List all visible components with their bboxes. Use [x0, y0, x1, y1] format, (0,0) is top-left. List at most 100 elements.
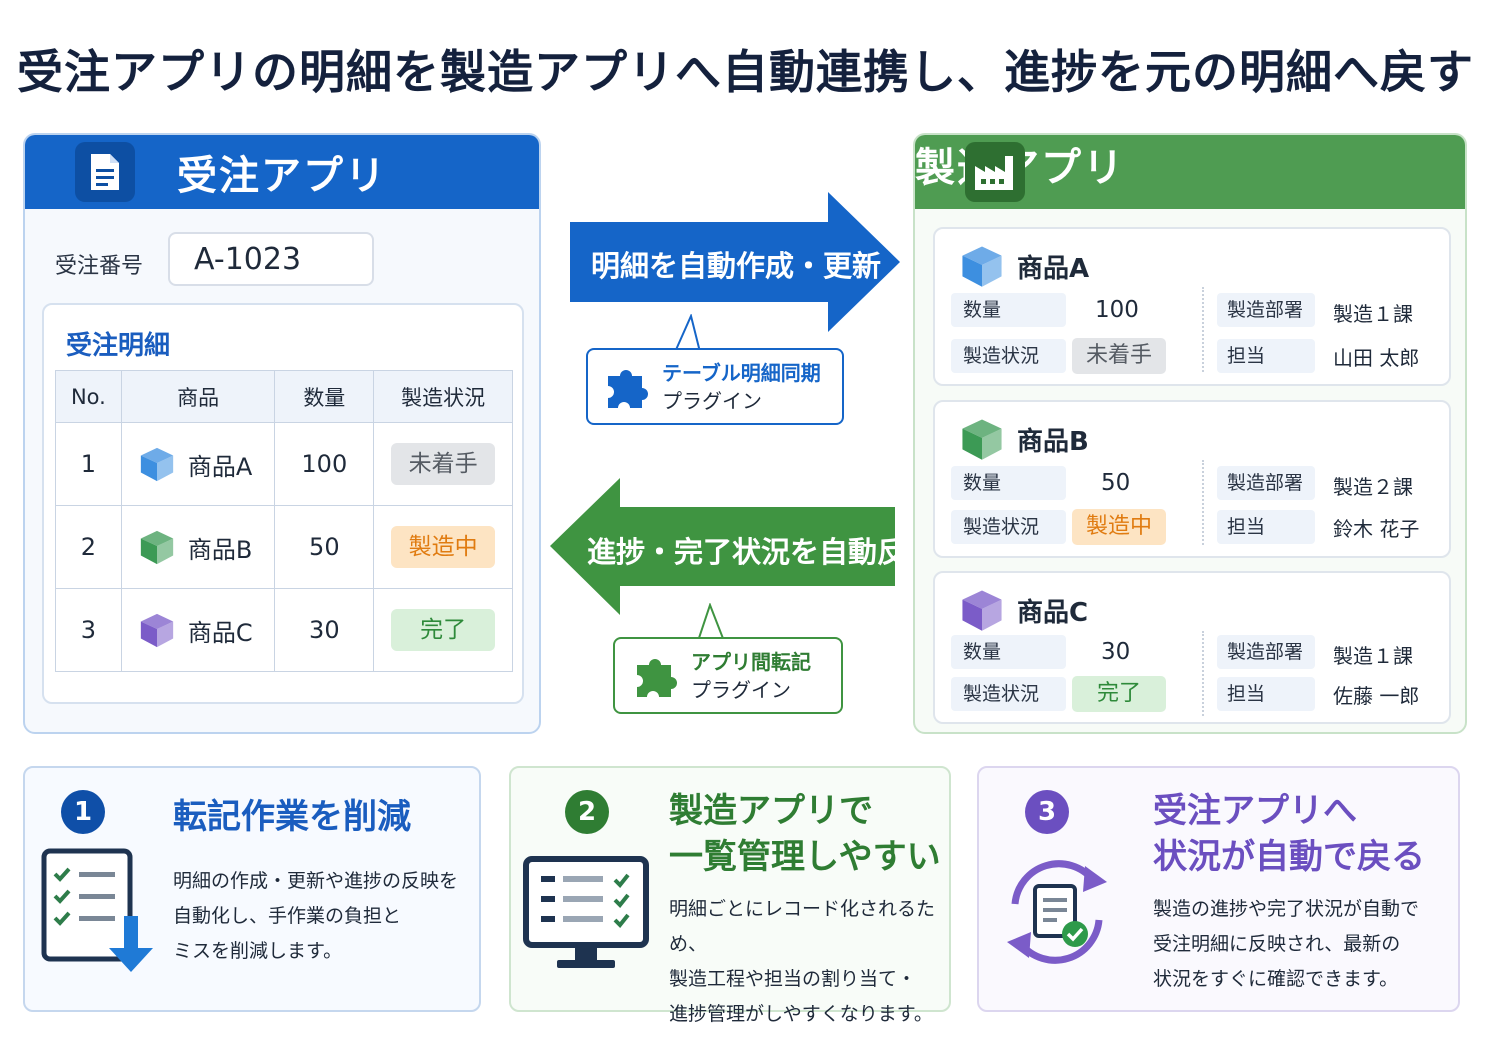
order-app-panel: 受注アプリ 受注番号 A-1023 受注明細 No. 商品 数量 製造状況 1 … [23, 133, 541, 734]
product-name: 商品C [1017, 597, 1089, 628]
order-details-box: 受注明細 No. 商品 数量 製造状況 1 商品A 100 未着手 [42, 303, 524, 704]
status-label: 製造状況 [951, 677, 1066, 711]
person-label: 担当 [1217, 339, 1315, 373]
blue-cube-icon [138, 445, 176, 483]
benefit-card-1: 1 転記作業を削減 明細の作成・更新や進捗の反映を 自動化し、手作業の負担と ミ… [23, 766, 481, 1012]
column-header: No. [55, 370, 122, 423]
document-icon [75, 142, 135, 202]
quantity: 30 [274, 588, 375, 672]
person-value: 佐藤 一郎 [1333, 684, 1420, 708]
dept-value: 製造２課 [1333, 475, 1413, 499]
dept-label: 製造部署 [1217, 635, 1315, 669]
status-badge: 製造中 [391, 526, 496, 568]
benefit-number: 2 [565, 790, 609, 834]
puzzle-icon [608, 369, 648, 408]
sync-document-icon [1007, 860, 1107, 964]
person-value: 鈴木 花子 [1333, 517, 1420, 541]
page-title: 受注アプリの明細を製造アプリへ自動連携し、進捗を元の明細へ戻す [17, 45, 1474, 99]
status-badge: 完了 [1072, 676, 1166, 712]
mfg-record-card[interactable]: 商品A 数量 100 製造状況 未着手 製造部署 製造１課 担当 山田 太郎 [933, 227, 1451, 386]
plugin-label: プラグイン [662, 388, 762, 413]
product-name: 商品B [187, 535, 253, 564]
factory-icon [965, 142, 1025, 202]
blue-cube-icon [959, 243, 1005, 289]
benefit-card-3: 3 受注アプリへ 状況が自動で戻る 製造の進捗や完了状況が自動で 受注明細に反映… [977, 766, 1460, 1012]
status-badge: 製造中 [1072, 509, 1166, 545]
quantity: 100 [274, 422, 375, 506]
order-app-header: 受注アプリ [25, 135, 539, 209]
purple-cube-icon [959, 587, 1005, 633]
status-badge: 未着手 [1072, 338, 1166, 374]
status-badge: 未着手 [391, 443, 496, 485]
row-number: 3 [55, 588, 122, 672]
benefit-desc-line: 製造工程や担当の割り当て・ [669, 968, 917, 990]
forward-arrow-label: 明細を自動作成・更新 [591, 249, 882, 283]
benefit-desc-line: 自動化し、手作業の負担と [173, 905, 402, 927]
checklist-download-icon [41, 848, 153, 972]
column-header: 商品 [120, 370, 276, 423]
benefit-desc-line: ミスを削減します。 [173, 940, 343, 962]
order-number-label: 受注番号 [55, 254, 144, 279]
benefit-title: 製造アプリで [669, 791, 873, 831]
app-transfer-plugin-callout: アプリ間転記 プラグイン [613, 637, 843, 714]
benefit-desc-line: 状況をすぐに確認できます。 [1153, 968, 1399, 990]
green-cube-icon [138, 528, 176, 566]
order-app-title: 受注アプリ [177, 153, 387, 199]
benefit-desc-line: 進捗管理がしやすくなります。 [669, 1003, 933, 1025]
puzzle-icon [637, 658, 677, 697]
table-row[interactable]: 1 商品A 100 未着手 [55, 422, 513, 506]
table-row[interactable]: 2 商品B 50 製造中 [55, 505, 513, 589]
dept-label: 製造部署 [1217, 466, 1315, 500]
status-label: 製造状況 [951, 510, 1066, 544]
purple-cube-icon [138, 611, 176, 649]
benefit-card-2: 2 製造アプリで 一覧管理しやすい 明細ごとにレコード化されるため、 製造工程や… [509, 766, 951, 1025]
mfg-record-card[interactable]: 商品B 数量 50 製造状況 製造中 製造部署 製造２課 担当 鈴木 花子 [933, 400, 1451, 558]
green-cube-icon [959, 416, 1005, 462]
row-number: 1 [55, 422, 122, 506]
product-name: 商品C [187, 618, 253, 647]
benefit-desc-line: 受注明細に反映され、最新の [1153, 933, 1401, 955]
qty-value: 30 [1101, 639, 1131, 665]
status-label: 製造状況 [951, 339, 1066, 373]
row-number: 2 [55, 505, 122, 589]
forward-arrow [570, 192, 900, 332]
product-name: 商品A [187, 452, 253, 481]
dept-label: 製造部署 [1217, 293, 1315, 327]
mfg-app-panel: 製造アプリ 商品A 数量 100 製造状況 未着手 製造部署 製造１課 担当 山… [913, 133, 1467, 734]
order-details-title: 受注明細 [66, 331, 171, 361]
qty-label: 数量 [951, 293, 1066, 327]
qty-label: 数量 [951, 466, 1066, 500]
mfg-record-card[interactable]: 商品C 数量 30 製造状況 完了 製造部署 製造１課 担当 佐藤 一郎 [933, 571, 1451, 724]
benefit-title: 状況が自動で戻る [1153, 837, 1425, 877]
plugin-label: プラグイン [691, 677, 791, 702]
dept-value: 製造１課 [1333, 302, 1413, 326]
back-arrow [550, 478, 895, 615]
status-badge: 完了 [391, 609, 496, 651]
plugin-name: テーブル明細同期 [662, 360, 821, 385]
benefit-title: 受注アプリへ [1153, 791, 1357, 831]
product-name: 商品B [1017, 426, 1089, 457]
person-label: 担当 [1217, 510, 1315, 544]
qty-label: 数量 [951, 635, 1066, 669]
table-sync-plugin-callout: テーブル明細同期 プラグイン [586, 348, 844, 425]
benefit-number: 3 [1025, 790, 1069, 834]
table-row[interactable]: 3 商品C 30 完了 [55, 588, 513, 672]
benefit-title: 一覧管理しやすい [669, 837, 941, 877]
order-number-field[interactable]: A-1023 [168, 232, 374, 286]
order-details-table: No. 商品 数量 製造状況 1 商品A 100 未着手 2 商品B 50 製造 [55, 370, 513, 672]
column-header: 数量 [274, 370, 375, 423]
monitor-checklist-icon [523, 856, 649, 968]
product-name: 商品A [1017, 253, 1090, 284]
benefit-title: 転記作業を削減 [173, 797, 411, 837]
benefit-desc-line: 明細の作成・更新や進捗の反映を [173, 870, 459, 892]
benefit-desc-line: 明細ごとにレコード化されるため、 [669, 898, 936, 955]
person-value: 山田 太郎 [1333, 346, 1420, 370]
dept-value: 製造１課 [1333, 644, 1413, 668]
mfg-app-header: 製造アプリ [915, 135, 1465, 209]
qty-value: 50 [1101, 470, 1131, 496]
benefit-number: 1 [61, 790, 105, 834]
back-arrow-label: 進捗・完了状況を自動反映 [587, 535, 936, 569]
column-header: 製造状況 [373, 370, 513, 423]
plugin-name: アプリ間転記 [691, 649, 811, 674]
quantity: 50 [274, 505, 375, 589]
